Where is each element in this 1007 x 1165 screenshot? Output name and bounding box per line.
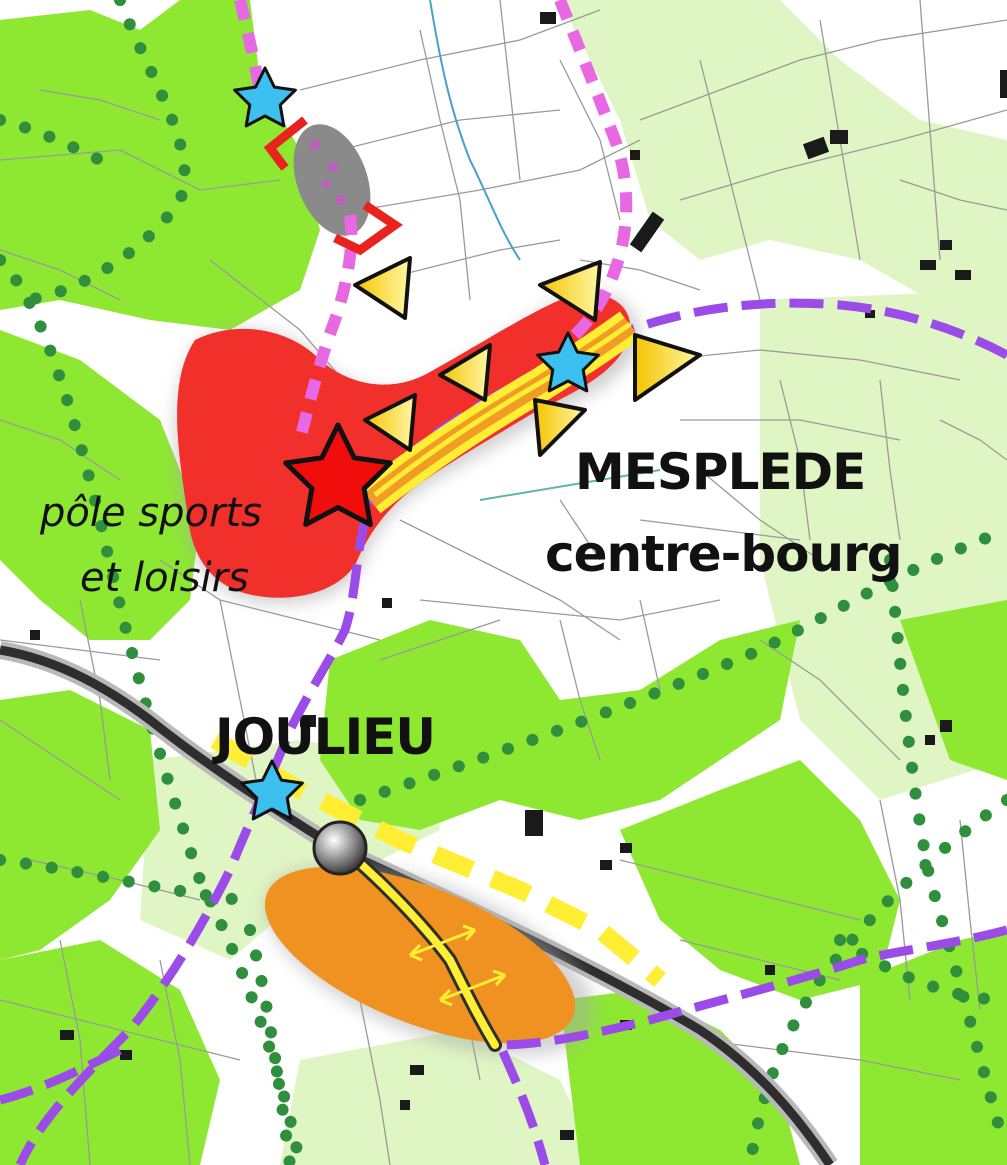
viewpoint-triangle-icon xyxy=(353,256,702,457)
blue-star-icon xyxy=(233,66,600,821)
orange-zone xyxy=(264,864,595,1056)
town-label-centre-bourg: centre-bourg xyxy=(545,525,903,583)
red-zone-axis xyxy=(359,311,641,514)
joulieu-yellow-axis xyxy=(338,843,502,1052)
purple-routes xyxy=(0,298,1007,1165)
double-arrows xyxy=(408,924,507,1007)
grey-oval-dots xyxy=(310,140,346,205)
roundabout-icon xyxy=(312,820,368,876)
light-green-areas xyxy=(140,0,1007,1165)
town-label-mesplede: MESPLEDE xyxy=(575,443,866,501)
grey-oval xyxy=(293,124,371,236)
stream-south xyxy=(479,469,661,501)
stream xyxy=(429,0,521,261)
label-pole-sports: pôle sports xyxy=(40,490,262,536)
bracket-icon xyxy=(263,116,403,256)
town-label-joulieu: JOULIEU xyxy=(215,708,436,766)
red-star-icon xyxy=(283,422,393,527)
label-et-loisirs: et loisirs xyxy=(80,555,249,601)
